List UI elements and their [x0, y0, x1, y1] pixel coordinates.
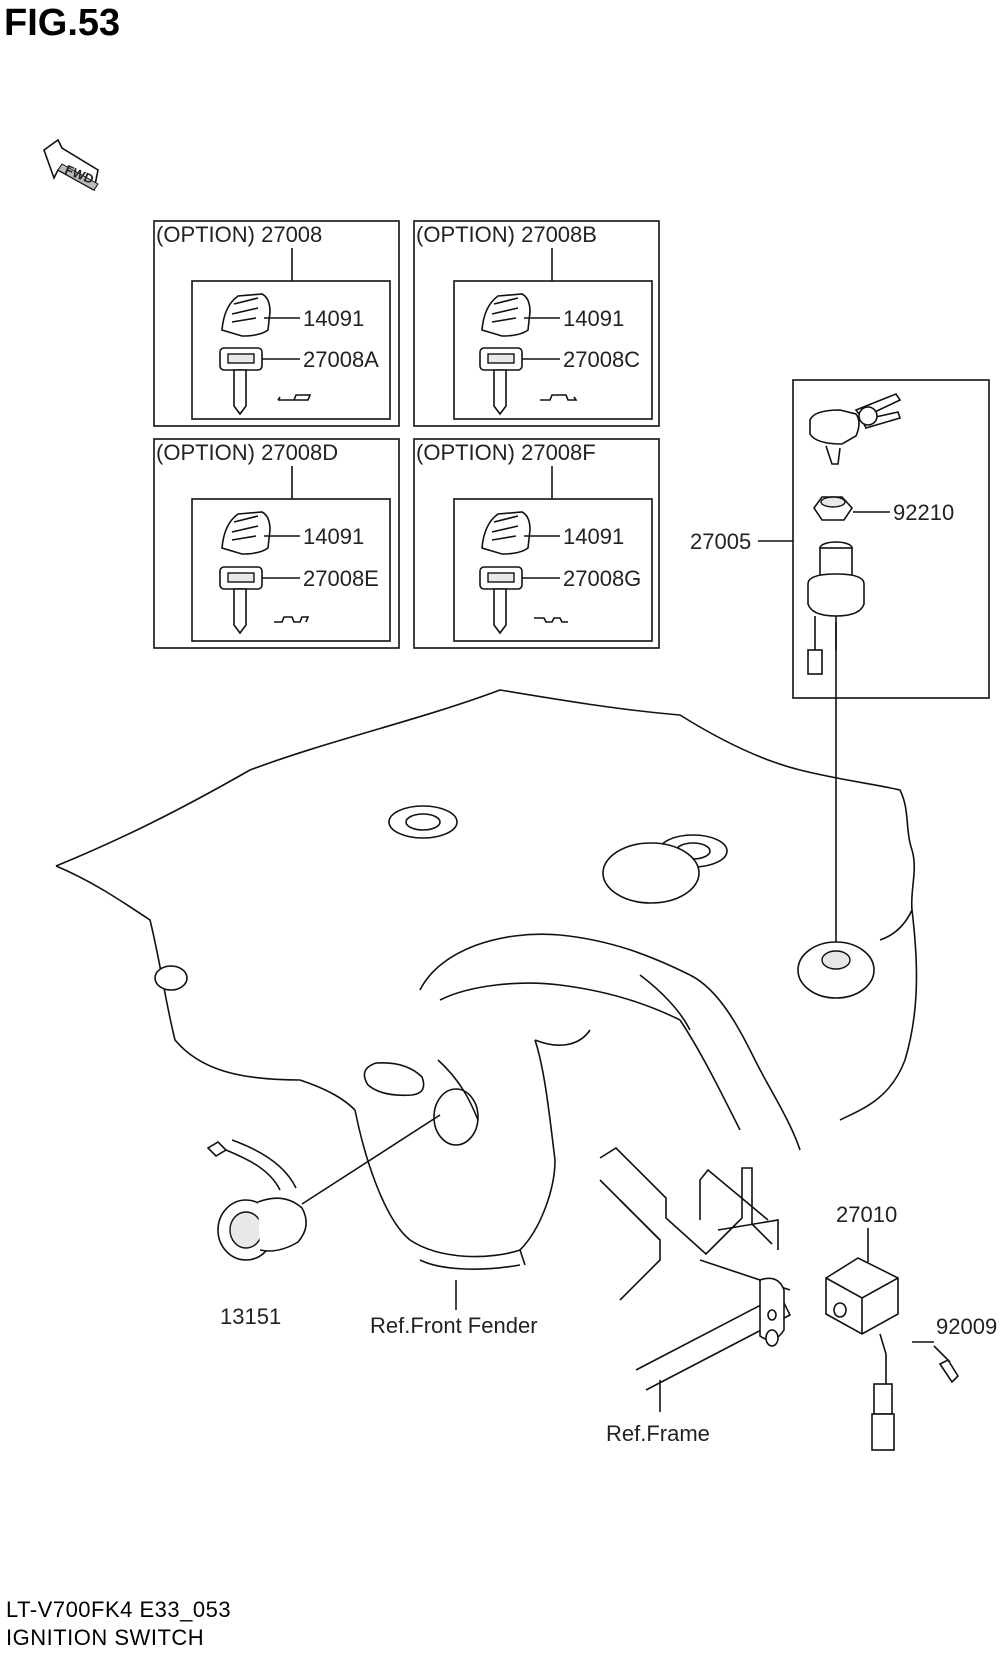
option-heading: (OPTION) 27008F: [416, 440, 596, 465]
socket-part-number: 13151: [220, 1304, 281, 1329]
switch-assy-part-number: 27005: [690, 529, 751, 554]
key-part-number: 27008G: [563, 566, 641, 591]
key-knob-icon: [221, 293, 271, 337]
fender-dome: [602, 842, 700, 904]
switch-mount-hole: [797, 941, 875, 999]
key-part-number: 27008A: [303, 347, 379, 372]
switch-body-icon: [807, 541, 865, 675]
option-heading: (OPTION) 27008: [156, 222, 322, 247]
key-cut-pattern-icon: [540, 394, 578, 401]
front-fender-ref-label: Ref.Front Fender: [370, 1313, 538, 1338]
key-part-number: 27008E: [303, 566, 379, 591]
key-blade-icon: [219, 566, 263, 635]
option-heading: (OPTION) 27008D: [156, 440, 338, 465]
option-heading: (OPTION) 27008B: [416, 222, 597, 247]
front-fender-drawing: Ref.Front Fender: [55, 689, 918, 1338]
figure-title: FIG.53: [4, 2, 121, 44]
key-cut-pattern-icon: [534, 617, 568, 623]
nut-icon: [813, 496, 854, 521]
key-blade-icon: [479, 347, 523, 416]
key-blade-icon: [479, 566, 523, 635]
key-blade-icon: [219, 347, 263, 416]
key-cut-pattern-icon: [277, 394, 312, 401]
key-part-number: 27008C: [563, 347, 640, 372]
key-knob-icon: [221, 511, 271, 555]
knob-part-number: 14091: [303, 524, 364, 549]
frame-ref-label: Ref.Frame: [606, 1421, 710, 1446]
socket-mount-hole: [433, 1088, 479, 1146]
key-knob-icon: [481, 511, 531, 555]
knob-part-number: 14091: [563, 524, 624, 549]
nut-part-number: 92210: [893, 500, 954, 525]
screw-part-number: 92009: [936, 1314, 997, 1339]
option-box-27008B: (OPTION) 27008B 14091 27008C: [413, 220, 660, 427]
option-box-27008F: (OPTION) 27008F 14091 27008G: [413, 438, 660, 649]
socket-13151-drawing: 13151: [206, 1114, 441, 1329]
switch-part-number: 27010: [836, 1202, 897, 1227]
key-cut-pattern-icon: [274, 616, 310, 623]
knob-part-number: 14091: [303, 306, 364, 331]
key-knob-icon: [481, 293, 531, 337]
switch-27010-drawing: 27010 92009: [825, 1202, 997, 1451]
switch-assembly-box-27005: 27005 92210: [690, 379, 990, 945]
knob-part-number: 14091: [563, 306, 624, 331]
option-box-27008: (OPTION) 27008 14091 27008A: [153, 220, 400, 427]
section-title: IGNITION SWITCH: [6, 1625, 205, 1650]
ignition-key-icon: [809, 393, 902, 465]
option-box-27008D: (OPTION) 27008D 14091 27008E: [153, 438, 400, 649]
frame-drawing: Ref.Frame: [599, 1146, 792, 1446]
screw-icon: [938, 1358, 960, 1384]
model-code: LT-V700FK4 E33_053: [6, 1597, 232, 1622]
fwd-arrow-icon: FWD: [43, 138, 99, 192]
